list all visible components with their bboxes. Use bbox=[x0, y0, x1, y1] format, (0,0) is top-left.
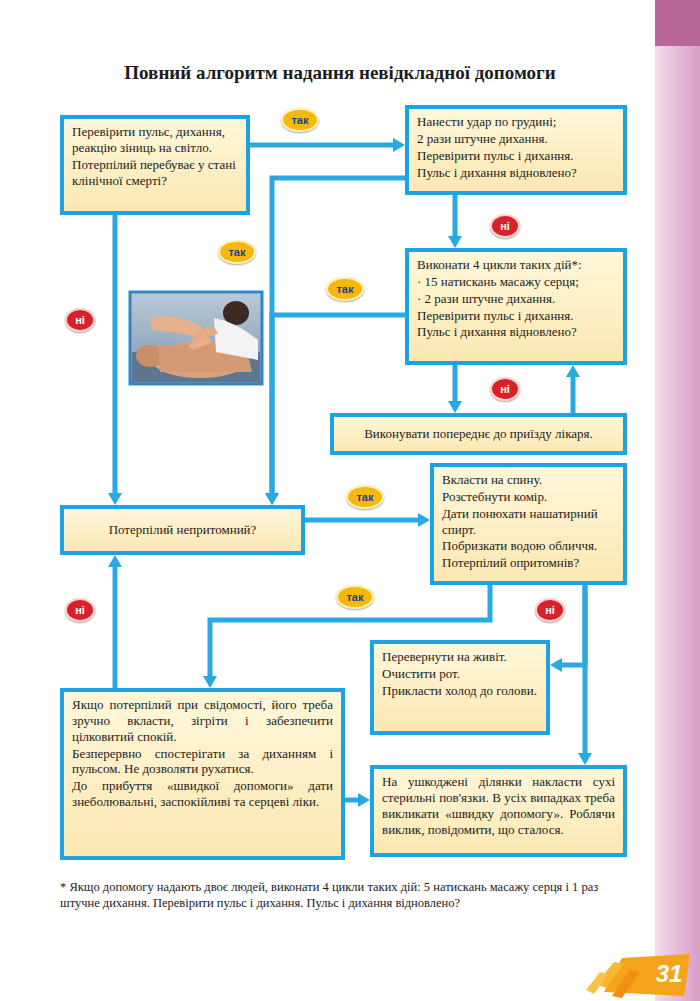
yes-label: так bbox=[281, 108, 318, 132]
box-text: Пульс і дихання відновлено? bbox=[417, 324, 615, 340]
connector bbox=[108, 555, 122, 688]
process-box: Виконати 4 цикли таких дій*:· 15 натиска… bbox=[405, 248, 627, 365]
box-text: Пульс і дихання відновлено? bbox=[417, 165, 615, 181]
arrow-head bbox=[265, 493, 279, 505]
page-title: Повний алгоритм надання невідкладної доп… bbox=[20, 62, 660, 84]
arrow-head bbox=[578, 753, 592, 765]
no-label: ні bbox=[490, 377, 520, 401]
box-text: Дати понюхати нашатирний спирт. bbox=[442, 506, 615, 538]
arrow-head bbox=[108, 555, 122, 567]
arrow-head bbox=[550, 658, 562, 672]
box-text: Якщо потерпілий при свідомості, його тре… bbox=[72, 697, 333, 745]
arrow-head bbox=[358, 793, 370, 807]
box-text: Потерпілий непритомний? bbox=[72, 522, 293, 538]
no-label: ні bbox=[65, 308, 95, 332]
box-text: · 15 натискань масажу серця; bbox=[417, 274, 615, 290]
connector-line bbox=[571, 377, 576, 413]
box-text: Виконати 4 цикли таких дій*: bbox=[417, 257, 615, 273]
connector-line bbox=[583, 585, 588, 753]
box-text: Перевернути на живіт. bbox=[382, 649, 538, 665]
connector bbox=[250, 138, 405, 152]
cpr-photo bbox=[130, 292, 262, 384]
box-text: Перевірити пульс і дихання. bbox=[417, 148, 615, 164]
connector bbox=[345, 793, 370, 807]
yes-label: так bbox=[336, 585, 373, 609]
box-text: Прикласти холод до голови. bbox=[382, 683, 538, 699]
box-text: Побризкати водою обличчя. bbox=[442, 538, 615, 554]
process-box: Нанести удар по грудині;2 рази штучне ди… bbox=[405, 105, 627, 195]
box-text: 2 рази штучне дихання. bbox=[417, 131, 615, 147]
yes-label: так bbox=[326, 277, 363, 301]
process-box: Якщо потерпілий при свідомості, його тре… bbox=[60, 688, 345, 860]
no-label: ні bbox=[490, 214, 520, 238]
yes-label: так bbox=[346, 485, 383, 509]
side-stripe bbox=[655, 0, 700, 1001]
decision-box: Потерпілий непритомний? bbox=[60, 505, 305, 555]
page-number: 31 bbox=[646, 960, 692, 988]
box-text: Перевірити пульс, дихання, реакцію зіниц… bbox=[72, 124, 238, 156]
decision-box: Перевірити пульс, дихання, реакцію зіниц… bbox=[60, 115, 250, 215]
arrow-head bbox=[203, 676, 217, 688]
box-text: Вкласти на спину. bbox=[442, 472, 615, 488]
connector bbox=[578, 585, 592, 765]
box-text: До прибуття «швидкої допомоги» дати знеб… bbox=[72, 778, 333, 810]
connector bbox=[305, 513, 430, 527]
connector bbox=[566, 365, 580, 413]
connector-line bbox=[250, 143, 393, 148]
connector-line bbox=[453, 365, 458, 401]
process-box: Вкласти на спину.Розстебнути комір.Дати … bbox=[430, 463, 627, 585]
box-text: Потерпілий перебуває у стані клінічної с… bbox=[72, 157, 238, 189]
arrow-head bbox=[108, 493, 122, 505]
box-text: Перевірити пульс і дихання. bbox=[417, 308, 615, 324]
box-text: · 2 рази штучне дихання. bbox=[417, 291, 615, 307]
connector-line bbox=[272, 315, 405, 493]
connector-line bbox=[345, 798, 358, 803]
connector-line bbox=[305, 518, 418, 523]
connector bbox=[265, 178, 405, 505]
arrow-head bbox=[418, 513, 430, 527]
connector bbox=[448, 365, 462, 413]
connector bbox=[448, 195, 462, 248]
no-label: ні bbox=[65, 598, 95, 622]
connector-line bbox=[562, 585, 585, 665]
box-text: На ушкоджені ділянки накласти сухі стери… bbox=[382, 774, 615, 837]
connector bbox=[108, 215, 122, 505]
arrow-head bbox=[265, 493, 279, 505]
connector-line bbox=[113, 215, 118, 493]
arrow-head bbox=[448, 401, 462, 413]
no-label: ні bbox=[535, 598, 565, 622]
box-text: Потерпілий опритомнів? bbox=[442, 555, 615, 571]
footnote: * Якщо допомогу надають двоє людей, вико… bbox=[60, 880, 630, 912]
connector-line bbox=[113, 567, 118, 688]
arrow-head bbox=[566, 365, 580, 377]
yes-label: так bbox=[218, 240, 255, 264]
process-box: На ушкоджені ділянки накласти сухі стери… bbox=[370, 765, 627, 857]
side-stripe-top bbox=[655, 0, 700, 46]
connector-line bbox=[453, 195, 458, 236]
arrow-head bbox=[393, 138, 405, 152]
connector bbox=[265, 315, 405, 505]
arrow-head bbox=[448, 236, 462, 248]
box-text: Очистити рот. bbox=[382, 666, 538, 682]
process-box: Виконувати попереднє до приїзду лікаря. bbox=[330, 413, 627, 455]
box-text: Безперервно спостерігати за диханням і п… bbox=[72, 746, 333, 778]
box-text: Розстебнути комір. bbox=[442, 489, 615, 505]
box-text: Нанести удар по грудині; bbox=[417, 114, 615, 130]
box-text: Виконувати попереднє до приїзду лікаря. bbox=[342, 426, 615, 442]
process-box: Перевернути на живіт.Очистити рот.Прикла… bbox=[370, 640, 550, 735]
